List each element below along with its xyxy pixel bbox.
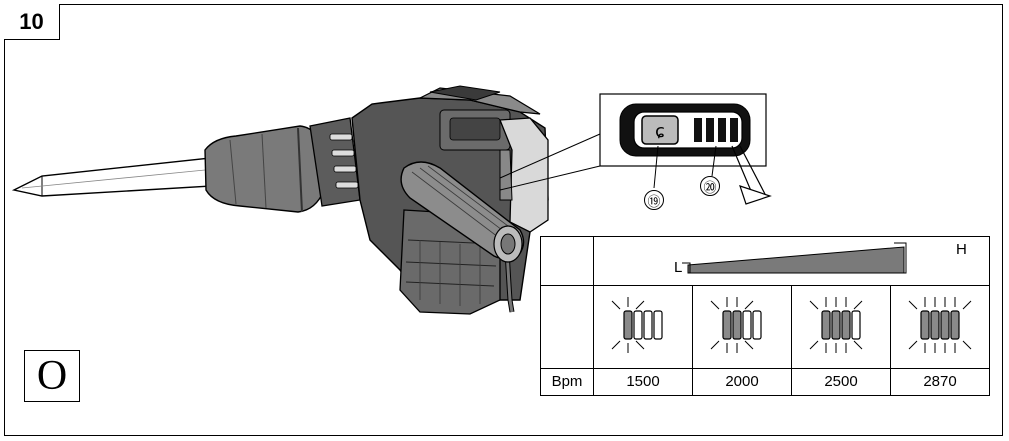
tool-chuck — [204, 117, 361, 213]
figure-number: 10 — [4, 4, 60, 40]
glow-ray — [809, 340, 819, 350]
callout-19: ⑲ — [644, 190, 664, 210]
glow-ray — [962, 300, 972, 310]
led-bar-lit — [732, 310, 742, 340]
indicator-cell — [791, 285, 891, 369]
side-handle — [400, 161, 525, 263]
mode-symbol: O — [24, 350, 80, 402]
indicator-cell — [593, 285, 693, 369]
ramp-wedge — [682, 242, 907, 274]
glow-ray — [635, 300, 645, 310]
indicator-cell — [692, 285, 792, 369]
led-bar-off — [851, 310, 861, 340]
glow-ray — [809, 300, 819, 310]
glow-ray — [853, 340, 863, 350]
callout-20: ⑳ — [700, 176, 720, 196]
led-bar-off — [752, 310, 762, 340]
glow-ray — [710, 300, 720, 310]
chisel-bit — [11, 157, 213, 197]
led-bar-lit — [950, 310, 960, 340]
led-bar-lit — [722, 310, 732, 340]
high-label: H — [956, 241, 967, 258]
low-label: L — [674, 259, 683, 276]
svg-text:ɕ: ɕ — [655, 121, 665, 142]
corner-cell — [540, 235, 594, 287]
impact-rate-table: L H Bpm 1500 2000 2500 2870 — [540, 235, 990, 397]
led-indicator — [809, 296, 863, 353]
glow-ray — [908, 340, 918, 350]
value-row: Bpm 1500 2000 2500 2870 — [540, 367, 990, 397]
rate-value: 2000 — [692, 367, 792, 397]
glow-ray — [962, 340, 972, 350]
rate-value: 2500 — [791, 367, 891, 397]
led-bar-lit — [821, 310, 831, 340]
indicator-cell — [890, 285, 990, 369]
led-indicator — [908, 296, 972, 353]
glow-ray — [710, 340, 720, 350]
indicator-blank-cell — [540, 285, 594, 369]
glow-ray — [611, 300, 621, 310]
led-bar-off — [653, 310, 663, 340]
figure-frame — [4, 4, 1003, 436]
rate-value: 2870 — [890, 367, 990, 397]
glow-ray — [908, 300, 918, 310]
control-panel-inset: ɕ — [499, 93, 772, 205]
led-bar-off — [643, 310, 653, 340]
glow-ray — [635, 340, 645, 350]
led-indicator — [611, 296, 663, 353]
glow-ray — [744, 340, 754, 350]
glow-ray — [611, 340, 621, 350]
led-bar-lit — [920, 310, 930, 340]
glow-ray — [853, 300, 863, 310]
low-high-scale: L H — [593, 235, 990, 287]
led-bar-off — [742, 310, 752, 340]
glow-ray — [744, 300, 754, 310]
led-bar-lit — [623, 310, 633, 340]
led-bar-lit — [940, 310, 950, 340]
unit-label: Bpm — [540, 367, 594, 397]
led-bar-lit — [841, 310, 851, 340]
led-bar-lit — [831, 310, 841, 340]
indicator-row — [540, 285, 990, 369]
led-indicator — [710, 296, 762, 353]
led-bar-off — [633, 310, 643, 340]
led-bar-lit — [930, 310, 940, 340]
rate-value: 1500 — [593, 367, 693, 397]
